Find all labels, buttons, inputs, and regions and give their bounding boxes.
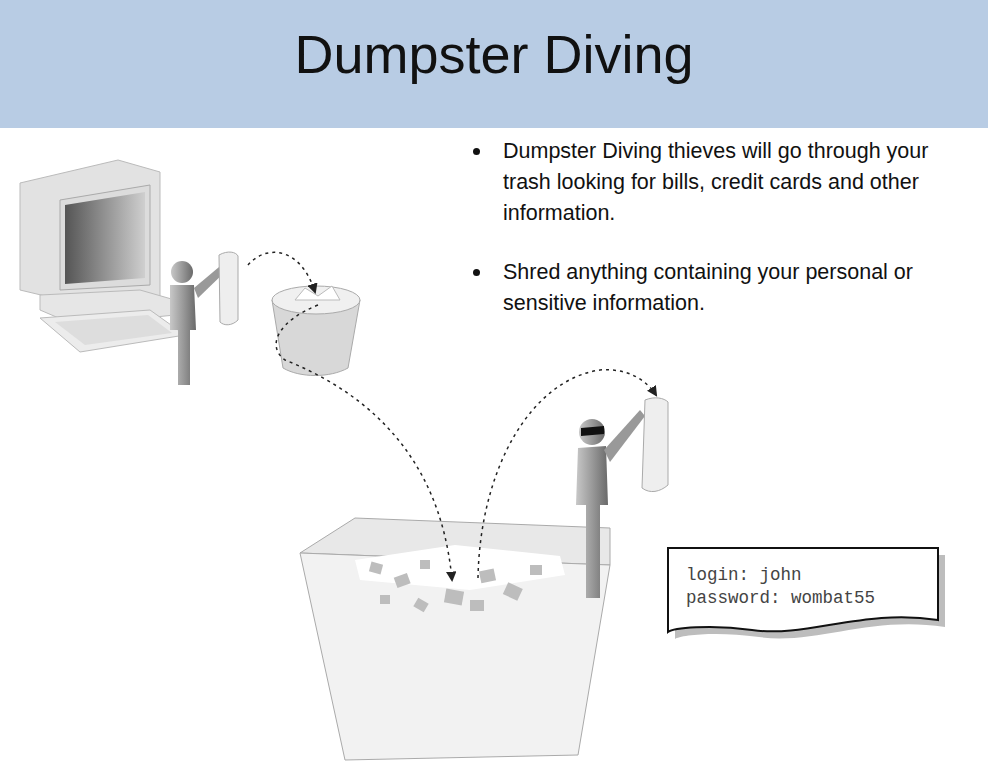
note-text: login: john password: wombat55 — [686, 564, 886, 610]
bullet-dot — [473, 148, 480, 155]
bullet-text: Shred anything containing your personal … — [503, 257, 978, 319]
slide-title: Dumpster Diving — [0, 22, 988, 87]
bullet-dot — [473, 269, 480, 276]
computer — [20, 160, 185, 352]
note-border — [668, 548, 938, 632]
thief — [576, 398, 668, 598]
dumpster — [300, 518, 610, 760]
password-note: login: john password: wombat55 — [668, 548, 948, 638]
bullet-text: Dumpster Diving thieves will go through … — [503, 136, 978, 229]
wastebasket — [272, 286, 360, 376]
person — [170, 252, 238, 385]
